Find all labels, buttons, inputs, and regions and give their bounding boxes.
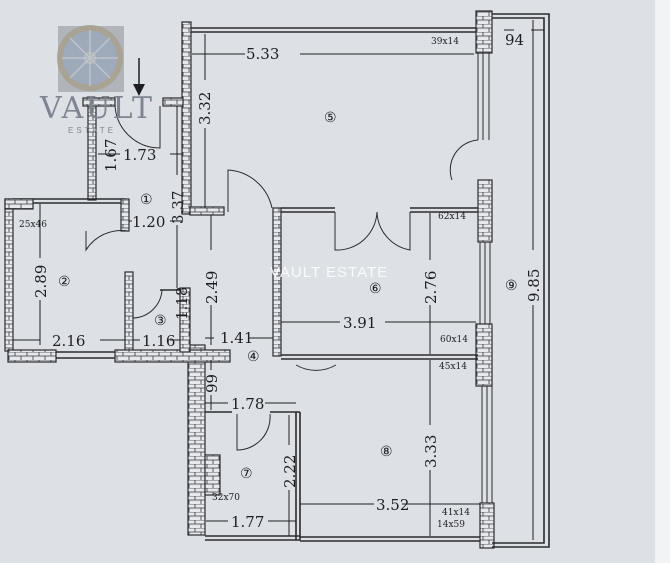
- paper-edge: [655, 0, 670, 563]
- room-number-8: ⑧: [380, 444, 393, 460]
- dim-label: 3.52: [376, 496, 409, 514]
- vault-estate-logo: VAULT ESTATE: [39, 25, 154, 135]
- dim-label: 1.67: [102, 139, 120, 172]
- dim-label: 2.49: [203, 271, 221, 304]
- dim-label: 2.22: [281, 455, 299, 488]
- opening-label: 45x14: [439, 362, 467, 372]
- dim-label: 3.91: [343, 314, 376, 332]
- opening-label: 32x70: [212, 493, 240, 503]
- opening-label: 41x14: [442, 508, 470, 518]
- room-numbers: ① ② ③ ④ ⑤ ⑥ ⑦ ⑧ ⑨: [58, 110, 518, 482]
- room-number-9: ⑨: [505, 278, 518, 294]
- dim-label: 2.89: [32, 265, 50, 298]
- dim-label: 1.18: [173, 287, 191, 320]
- dim-label: 9.85: [525, 269, 543, 302]
- room-number-3: ③: [154, 313, 167, 329]
- dim-label: 1.20: [132, 213, 165, 231]
- dimension-lines: [13, 20, 544, 540]
- room-number-7: ⑦: [240, 466, 253, 482]
- room-number-6: ⑥: [369, 281, 382, 297]
- opening-label: 62x14: [438, 212, 466, 222]
- watermark-text: VAULT ESTATE: [270, 264, 388, 281]
- room-number-5: ⑤: [324, 110, 337, 126]
- dim-label: 99: [203, 374, 221, 393]
- entrance-arrowhead-icon: [133, 84, 145, 96]
- dim-label: 1.77: [231, 513, 264, 531]
- opening-label: 60x14: [440, 335, 468, 345]
- dim-label: 1.16: [142, 332, 175, 350]
- dim-label: 1.73: [123, 146, 156, 164]
- dim-label: 3.37: [169, 191, 187, 224]
- dim-label: 2.76: [422, 271, 440, 304]
- dim-label: 3.32: [196, 92, 214, 125]
- logo-text: VAULT: [39, 91, 154, 126]
- room-number-2: ②: [58, 274, 71, 290]
- room-number-1: ①: [140, 192, 153, 208]
- dim-label: 94: [505, 31, 524, 49]
- opening-label: 25x46: [19, 220, 47, 230]
- dim-label: 3.33: [422, 435, 440, 468]
- dimension-labels: 5.33 3.32 94 9.85 1.73 1.67 3.37 1.20 2.…: [32, 31, 543, 531]
- opening-label: 14x59: [437, 520, 465, 530]
- opening-label: 39x14: [431, 37, 459, 47]
- opening-labels: 39x14 62x14 60x14 45x14 41x14 14x59 25x4…: [19, 37, 470, 530]
- dim-label: 5.33: [246, 45, 279, 63]
- room-number-4: ④: [247, 349, 260, 365]
- dim-label: 1.41: [220, 329, 253, 347]
- dim-label: 1.78: [231, 395, 264, 413]
- logo-subtext: ESTATE: [68, 126, 116, 135]
- dim-label: 2.16: [52, 332, 85, 350]
- paper: [0, 0, 655, 563]
- walls: [4, 10, 550, 549]
